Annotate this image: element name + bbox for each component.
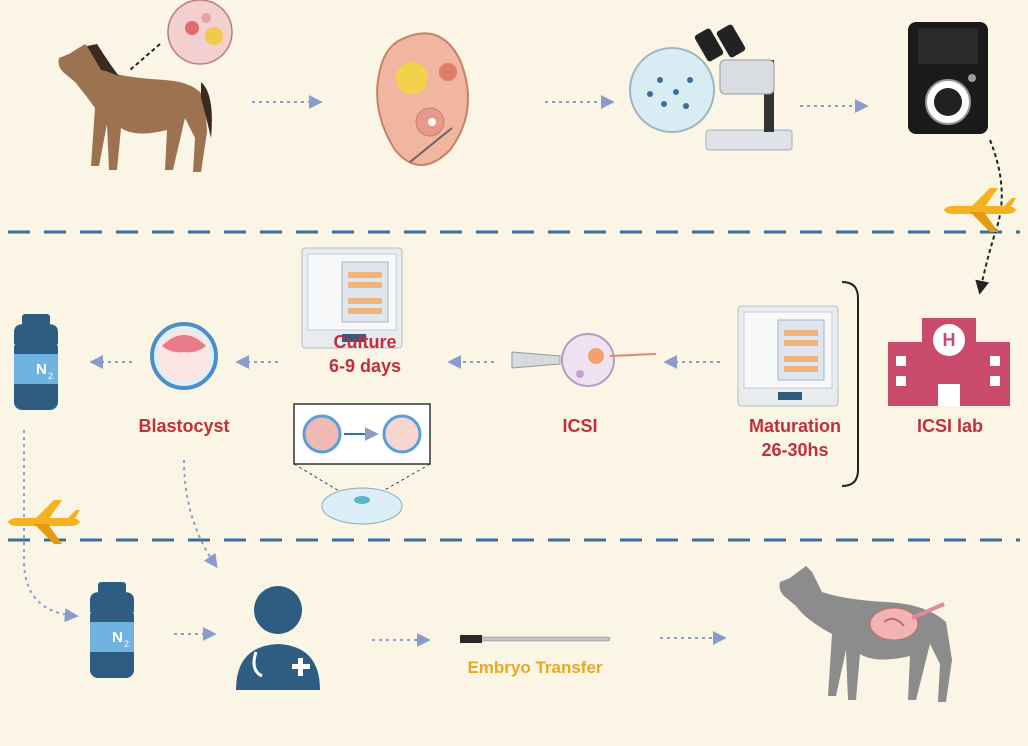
tank-label: N bbox=[36, 361, 47, 378]
incubator-icon bbox=[737, 305, 839, 407]
follicle-tissue-icon bbox=[167, 0, 233, 65]
horse-icon bbox=[58, 44, 212, 172]
tank-label-subscript: 2 bbox=[48, 371, 53, 381]
ovary-icon bbox=[376, 32, 469, 166]
embryo-transfer-label: Embryo Transfer bbox=[467, 658, 603, 677]
culture-label: Culture 6-9 days bbox=[300, 330, 430, 378]
icsi-lab-label: ICSI lab bbox=[916, 416, 983, 436]
maturation-label-duration: 26-30hs bbox=[761, 440, 829, 460]
tank-label-subscript: 2 bbox=[124, 639, 129, 649]
icsi-pipette-icon bbox=[511, 333, 657, 387]
embryo-dish-icon bbox=[293, 403, 431, 525]
icsi-label: ICSI bbox=[562, 416, 598, 436]
hospital-icon bbox=[888, 318, 1010, 406]
transfer-catheter-icon bbox=[459, 635, 611, 643]
pregnant-mare-icon bbox=[779, 566, 952, 702]
culture-label-duration: 6-9 days bbox=[328, 356, 402, 376]
maturation-label: Maturation 26-30hs bbox=[730, 414, 860, 462]
airplane-icon bbox=[8, 500, 80, 544]
airplane-icon bbox=[944, 188, 1016, 232]
hospital-sign: H bbox=[943, 330, 956, 350]
doctor-icon bbox=[236, 586, 320, 690]
transport-incubator-icon bbox=[908, 22, 988, 134]
blastocyst-icon bbox=[150, 322, 218, 390]
blastocyst-label: Blastocyst bbox=[138, 416, 230, 436]
tank-label: N bbox=[112, 629, 123, 646]
stereo-microscope-icon bbox=[629, 24, 793, 151]
culture-label-title: Culture bbox=[333, 332, 397, 352]
maturation-label-title: Maturation bbox=[749, 416, 841, 436]
